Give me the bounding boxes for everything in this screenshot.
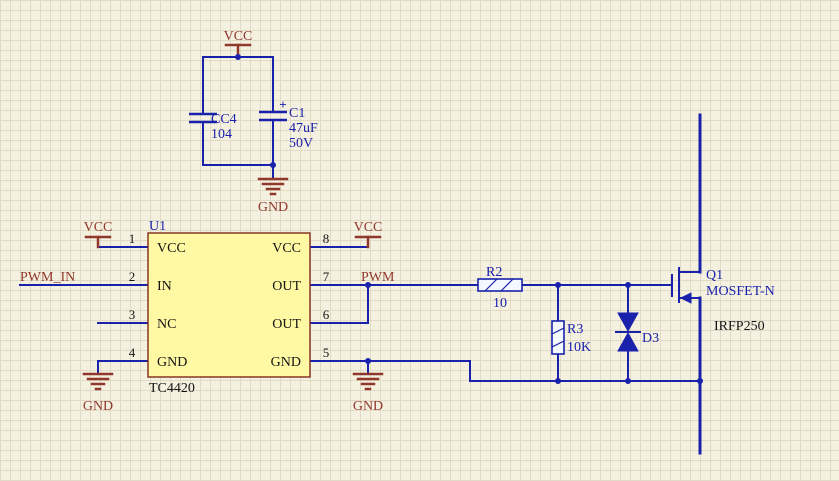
r3-body[interactable]	[551, 320, 565, 355]
u1-pin7-name: OUT	[272, 279, 301, 294]
u1-pin8-number: 8	[323, 231, 330, 246]
junction-dot	[365, 282, 371, 288]
c1-voltage[interactable]: 50V	[289, 136, 313, 151]
u1-part[interactable]: TC4420	[149, 381, 195, 396]
ic-u1[interactable]: U1 TC4420 1 2 3 4 VCC IN NC GND 8 7 6 5 …	[129, 219, 330, 396]
u1-body[interactable]	[147, 232, 311, 378]
capacitor-c1[interactable]: + C1 47uF 50V	[259, 56, 318, 166]
c1-value[interactable]: 47uF	[289, 121, 318, 136]
wires	[19, 56, 701, 382]
c1-designator[interactable]: C1	[289, 106, 305, 121]
q1-arrow	[679, 292, 692, 304]
wire-pin6-join[interactable]	[309, 284, 369, 324]
vcc-left-label[interactable]: VCC	[84, 220, 113, 235]
q1-comment[interactable]: MOSFET-N	[706, 284, 775, 299]
gnd-top-label[interactable]: GND	[258, 200, 288, 215]
u1-pin6-name: OUT	[272, 317, 301, 332]
r2-hatch	[484, 278, 498, 292]
power-port-gnd-pin5[interactable]: GND	[352, 360, 384, 414]
mosfet-q1[interactable]: Q1 MOSFET-N IRFP250	[671, 113, 775, 455]
r3-value[interactable]: 10K	[567, 340, 591, 355]
junction-dot	[270, 162, 276, 168]
cc4-value[interactable]: 104	[211, 127, 232, 142]
junction-dot	[555, 378, 561, 384]
u1-pin5-number: 5	[323, 345, 330, 360]
u1-pin2-name: IN	[157, 279, 172, 294]
r2-hatch	[500, 278, 514, 292]
gnd-left-label[interactable]: GND	[83, 399, 113, 414]
c1-polarity-mark: +	[279, 97, 286, 112]
u1-pin3-name: NC	[157, 317, 176, 332]
u1-designator[interactable]: U1	[149, 219, 166, 234]
u1-pin3-number: 3	[129, 307, 136, 322]
net-label-pwm-in[interactable]: PWM_IN	[20, 270, 75, 285]
r2-body[interactable]	[477, 278, 523, 292]
power-port-gnd-top[interactable]: GND	[257, 164, 289, 215]
resistor-r3[interactable]: R3 10K	[551, 320, 591, 355]
d3-designator[interactable]: D3	[642, 331, 659, 346]
junction-dots	[235, 54, 703, 384]
junction-dot	[555, 282, 561, 288]
vcc-right-label[interactable]: VCC	[354, 220, 383, 235]
u1-pin6-number: 6	[323, 307, 330, 322]
junction-dot	[625, 378, 631, 384]
diode-d3[interactable]: D3	[615, 312, 659, 352]
u1-pin4-name: GND	[157, 355, 187, 370]
q1-designator[interactable]: Q1	[706, 268, 723, 283]
junction-dot	[365, 358, 371, 364]
u1-pin1-name: VCC	[157, 241, 186, 256]
junction-dot	[697, 378, 703, 384]
junction-dot	[235, 54, 241, 60]
d3-triangle-bottom	[617, 331, 639, 352]
u1-pin8-name: VCC	[272, 241, 301, 256]
resistor-r2[interactable]: R2 10	[477, 265, 523, 311]
u1-pin4-number: 4	[129, 345, 136, 360]
r2-value[interactable]: 10	[493, 296, 507, 311]
d3-triangle-top	[617, 312, 639, 333]
r3-hatch	[551, 340, 565, 348]
power-port-vcc-top[interactable]: VCC	[224, 29, 253, 59]
q1-part[interactable]: IRFP250	[714, 319, 765, 334]
junction-dot	[625, 282, 631, 288]
power-port-gnd-pin4[interactable]: GND	[82, 360, 114, 414]
capacitor-cc4[interactable]: CC4 104	[189, 56, 237, 166]
u1-pin1-number: 1	[129, 231, 136, 246]
net-label-pwm[interactable]: PWM	[361, 270, 395, 285]
r3-hatch	[551, 327, 565, 335]
power-port-vcc-pin8[interactable]: VCC	[354, 220, 383, 249]
u1-pin7-number: 7	[323, 269, 330, 284]
r3-designator[interactable]: R3	[567, 322, 583, 337]
gnd-right-label[interactable]: GND	[353, 399, 383, 414]
vcc-top-label[interactable]: VCC	[224, 29, 253, 44]
power-port-vcc-pin1[interactable]: VCC	[84, 220, 113, 249]
cc4-designator[interactable]: CC4	[211, 112, 237, 127]
r2-designator[interactable]: R2	[486, 265, 502, 280]
wire-gnd-return[interactable]	[309, 360, 701, 382]
u1-pin5-name: GND	[271, 355, 301, 370]
u1-pin2-number: 2	[129, 269, 136, 284]
